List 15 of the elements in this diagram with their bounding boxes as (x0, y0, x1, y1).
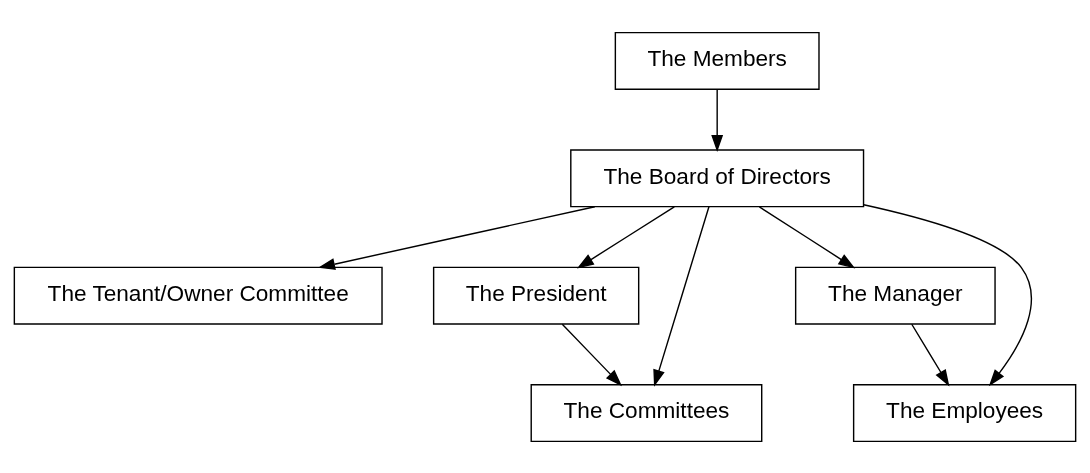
arrow (561, 323, 622, 386)
node-box: The Members (614, 31, 820, 90)
node-box: The President (432, 266, 640, 325)
arrow (711, 88, 724, 152)
arrow (576, 205, 675, 268)
arrow (863, 203, 1032, 386)
arrow (318, 205, 596, 270)
arrow (911, 323, 950, 386)
node-box: The Tenant/Owner Committee (13, 266, 383, 325)
node-box: The Board of Directors (570, 148, 865, 207)
arrow (758, 205, 856, 268)
node-box: The Committees (530, 383, 763, 442)
arrow (653, 205, 710, 387)
node-box: The Manager (794, 266, 996, 325)
node-box: The Employees (852, 383, 1077, 442)
